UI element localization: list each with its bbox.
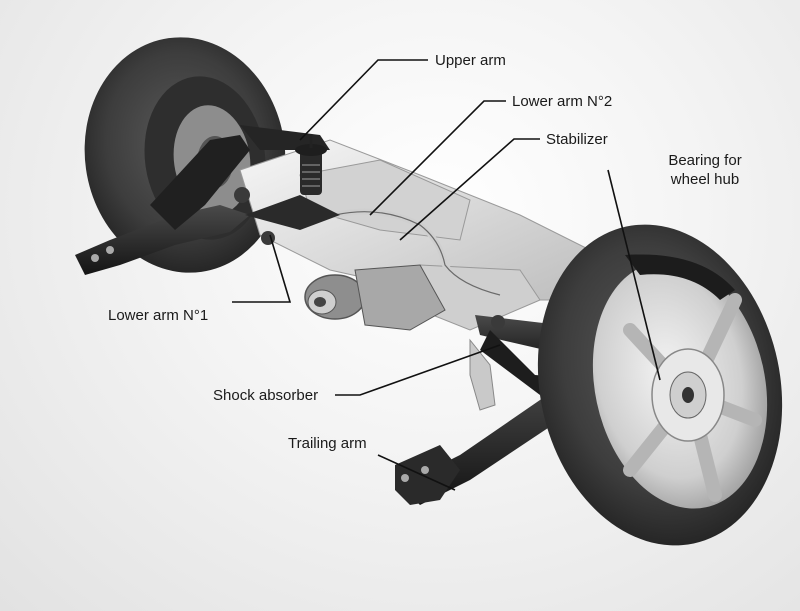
label-trailing-arm: Trailing arm xyxy=(288,435,367,452)
leader-lower-arm-1 xyxy=(232,234,292,303)
leader-lines xyxy=(232,59,661,491)
label-bearing-wheel-hub: Bearing for wheel hub xyxy=(655,151,755,189)
lower-bracket xyxy=(469,338,496,411)
label-lower-arm-2: Lower arm N°2 xyxy=(512,93,613,110)
leader-trailing-arm xyxy=(377,454,456,491)
label-bearing-line2: wheel hub xyxy=(670,171,740,188)
differential xyxy=(304,264,446,331)
leader-upper-arm xyxy=(299,59,428,141)
label-shock-absorber: Shock absorber xyxy=(213,387,319,404)
label-upper-arm: Upper arm xyxy=(435,52,506,69)
right-tire xyxy=(537,224,783,546)
leader-lower-arm-2 xyxy=(369,100,506,216)
leader-stabilizer xyxy=(399,138,540,241)
leader-bearing xyxy=(607,169,661,381)
leader-shock-absorber xyxy=(335,344,501,396)
label-lower-arm-1: Lower arm N°1 xyxy=(108,307,209,324)
left-shock xyxy=(295,135,327,195)
label-bearing-line1: Bearing for xyxy=(668,152,742,169)
label-stabilizer: Stabilizer xyxy=(546,131,608,148)
left-arms xyxy=(75,125,340,275)
